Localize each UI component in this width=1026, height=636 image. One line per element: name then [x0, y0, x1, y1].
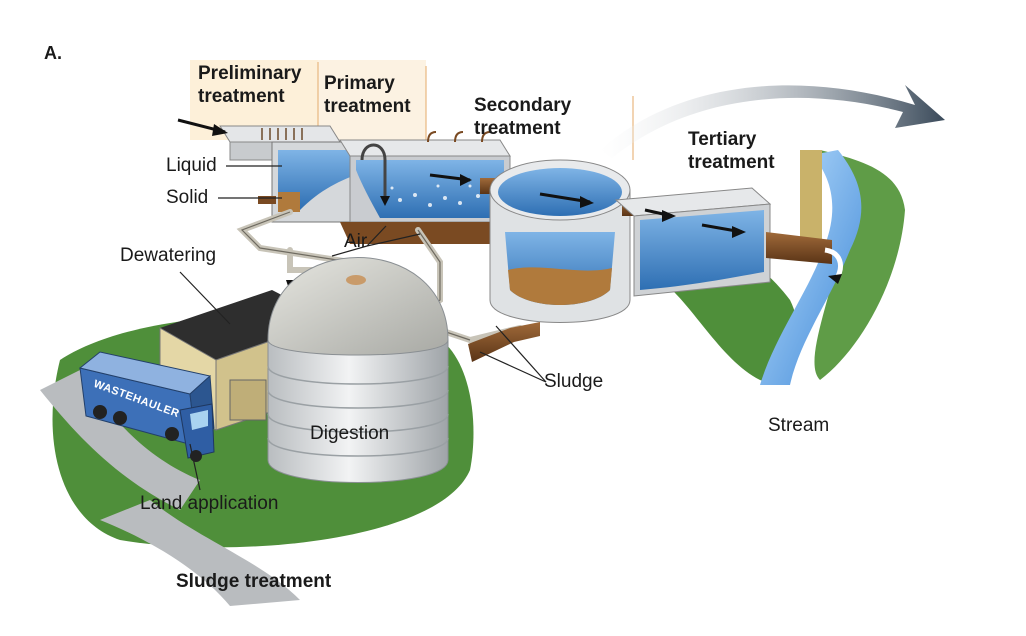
label-air: Air: [344, 231, 368, 252]
primary-clarifier: [258, 141, 371, 223]
digester: [267, 257, 449, 483]
stage-secondary: Secondary treatment: [474, 95, 572, 139]
label-sludge: Sludge: [544, 371, 604, 392]
road: [100, 500, 300, 606]
tertiary-tank: [614, 187, 772, 297]
secondary-clarifier: [489, 159, 631, 323]
label-stream: Stream: [768, 415, 830, 436]
inlet-arrow: [177, 118, 228, 136]
truck: [78, 351, 215, 462]
label-land-application: Land application: [140, 493, 279, 514]
label-dewatering: Dewatering: [120, 245, 217, 266]
stream-water: [760, 150, 862, 385]
label-solid: Solid: [166, 187, 209, 208]
label-digestion: Digestion: [310, 423, 390, 444]
primary-band: [318, 60, 426, 140]
road: [40, 370, 200, 510]
panel-label: A.: [44, 43, 62, 63]
label-liquid: Liquid: [166, 155, 217, 176]
stage-bands: [190, 60, 634, 160]
leader-lines: [179, 165, 547, 491]
aeration-tank: [339, 131, 511, 223]
outlet-pipe: [766, 232, 832, 264]
sludge-pipe-brown: [468, 322, 540, 362]
stage-tertiary: Tertiary treatment: [688, 129, 775, 173]
label-sludge-treatment: Sludge treatment: [176, 571, 332, 592]
stage-primary: Primary treatment: [324, 73, 411, 117]
stream-wall: [800, 150, 822, 250]
grass-bank: [814, 150, 905, 380]
stage-preliminary: Preliminary treatment: [198, 63, 302, 107]
flow-arrow-large: [600, 85, 945, 158]
outfall-arrow: [828, 274, 842, 284]
